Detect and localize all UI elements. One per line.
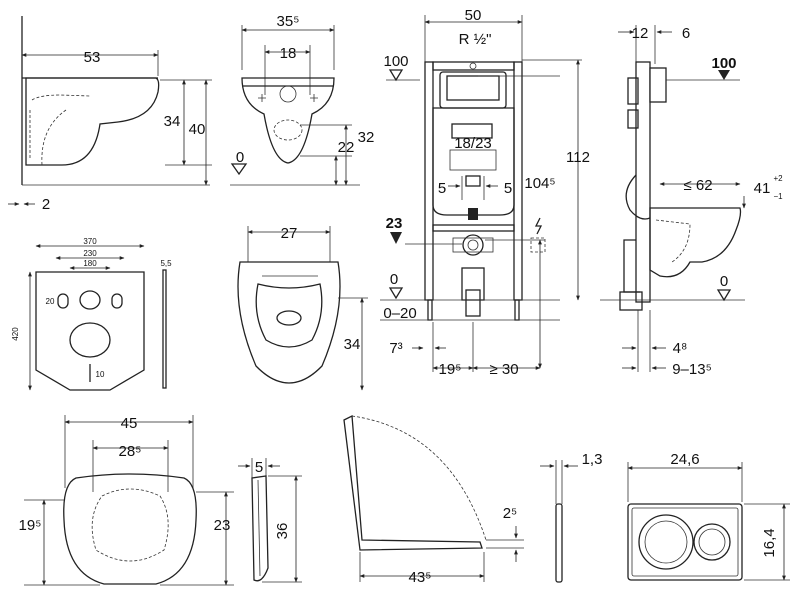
frame-side-view: 12 6 100 ≤ 62 41 +2 −1 0 4⁸ 9–13⁵ — [600, 25, 783, 378]
seat-side-view: 5 36 — [238, 458, 302, 583]
mat-inner-a: 230 — [83, 249, 97, 258]
side-bottom-b: 9–13⁵ — [672, 361, 712, 378]
frame-floor-range: 0–20 — [383, 305, 416, 322]
bowl-side-width: 53 — [84, 49, 101, 66]
side-top-a: 12 — [632, 25, 649, 42]
frame-width: 50 — [465, 7, 482, 24]
side-level-top: 100 — [711, 55, 736, 72]
frame-pipe-size: R ½" — [459, 31, 492, 48]
frame-level-left: 23 — [386, 215, 403, 232]
frame-bottom-mid: 19⁵ — [439, 361, 462, 378]
frame-span: 18/23 — [454, 135, 492, 152]
frame-level-top: 100 — [383, 53, 408, 70]
side-height: ≤ 62 — [683, 177, 712, 194]
lid-depth: 43⁵ — [409, 569, 432, 586]
seat-side-depth: 36 — [274, 523, 291, 540]
seat-bottom-inner: 28⁵ — [119, 443, 142, 460]
seat-bottom-view: 45 28⁵ 19⁵ 23 — [19, 415, 234, 586]
mat-height: 420 — [11, 327, 20, 341]
bowl-front-floor: 0 — [236, 149, 244, 166]
plate-side-thickness: 1,3 — [582, 451, 603, 468]
frame-floor: 0 — [390, 271, 398, 288]
bowl-side-offset: 2 — [42, 196, 50, 213]
mat-thickness: 5,5 — [160, 259, 172, 268]
bowl-side-height-a: 34 — [164, 113, 181, 130]
bowl-front-height-b: 32 — [358, 129, 375, 146]
frame-front-view: 50 R ½" 100 1 — [380, 7, 590, 378]
plate-height: 16,4 — [761, 528, 778, 557]
side-top-b: 6 — [682, 25, 690, 42]
seat-bottom-right-height: 23 — [214, 517, 231, 534]
frame-drain-height: 104⁵ — [524, 175, 555, 192]
mat-hole: 10 — [96, 370, 105, 379]
side-bottom-a: 4⁸ — [673, 340, 688, 357]
frame-side-b: 5 — [504, 180, 512, 197]
frame-bottom-right: ≥ 30 — [489, 361, 518, 378]
bowl-side-view: 53 34 40 2 — [8, 16, 212, 213]
bowl-front-hole-spacing: 18 — [280, 45, 297, 62]
frame-height-total: 112 — [566, 149, 590, 166]
seat-top-width: 27 — [281, 225, 298, 242]
bowl-front-height-a: 22 — [338, 139, 355, 156]
lid-view: 43⁵ 2⁵ — [343, 414, 524, 586]
side-tol-minus: −1 — [773, 192, 783, 201]
lid-height: 2⁵ — [503, 505, 518, 522]
mat-width: 370 — [83, 237, 97, 246]
sound-mat-view: 370 230 180 20 10 420 5,5 — [11, 237, 172, 391]
seat-bottom-width: 45 — [121, 415, 138, 432]
seat-top-depth: 34 — [344, 336, 361, 353]
bowl-side-height-b: 40 — [189, 121, 206, 138]
side-floor: 0 — [720, 273, 728, 290]
seat-bottom-left-height: 19⁵ — [19, 517, 42, 534]
bowl-front-view: 35⁵ 18 22 32 0 — [230, 13, 375, 186]
frame-side-a: 5 — [438, 180, 446, 197]
seat-top-view: 27 34 — [237, 225, 368, 391]
mat-slot: 20 — [46, 297, 55, 306]
side-height-tol: 41 — [754, 180, 771, 197]
side-tol-plus: +2 — [773, 174, 783, 183]
seat-side-thickness: 5 — [255, 459, 263, 476]
plate-width: 24,6 — [670, 451, 699, 468]
frame-bottom-left: 7³ — [389, 340, 402, 357]
mat-inner-b: 180 — [83, 259, 97, 268]
plate-side-view: 1,3 — [540, 451, 603, 583]
plate-front-view: 24,6 16,4 — [627, 451, 790, 581]
bowl-front-width: 35⁵ — [277, 13, 300, 30]
